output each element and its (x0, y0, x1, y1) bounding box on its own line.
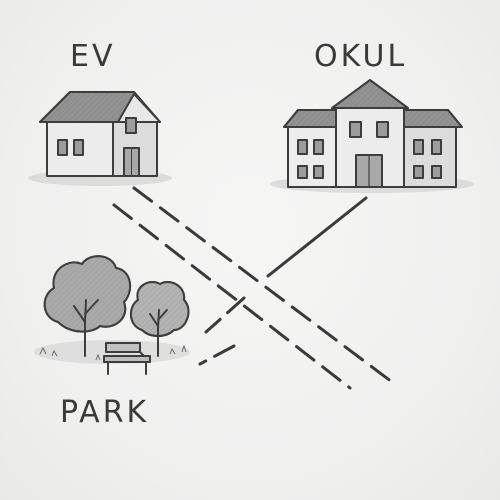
grass (39, 344, 187, 361)
dashed-path-to-park (198, 296, 246, 366)
dashed-road-ev-to-southeast (112, 186, 394, 390)
house-icon (39, 91, 161, 177)
tree-icon (43, 255, 132, 357)
bench-icon (103, 342, 151, 375)
school-building-icon (283, 79, 463, 188)
solid-path-okul (266, 196, 368, 278)
tree-icon (130, 281, 190, 357)
home-label: EV (70, 39, 116, 74)
school-label: OKUL (314, 39, 408, 74)
park-label: PARK (60, 395, 150, 430)
